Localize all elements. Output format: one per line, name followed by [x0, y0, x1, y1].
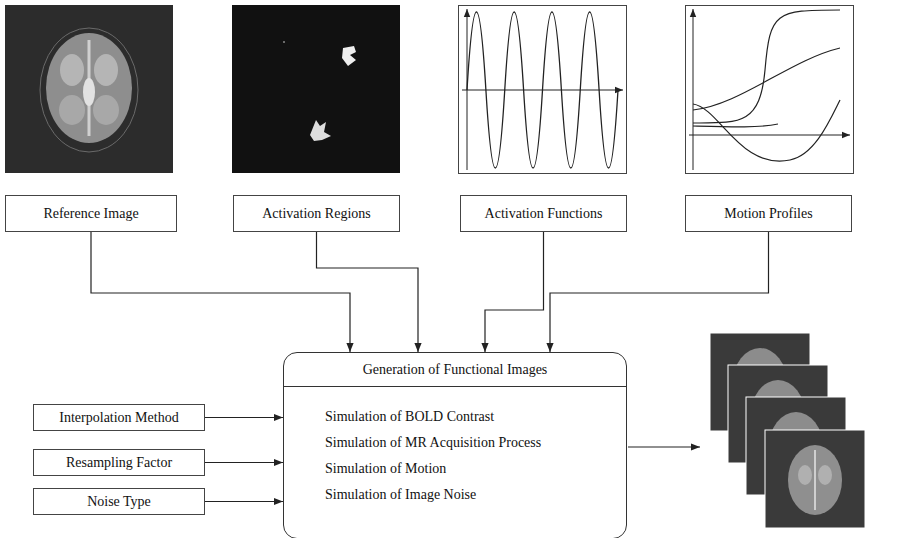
step-label: Simulation of BOLD Contrast [284, 404, 626, 430]
box-label: Noise Type [87, 494, 151, 510]
connector-arrow [485, 232, 544, 352]
connector-arrow [205, 417, 283, 418]
connector-arrow [91, 232, 350, 352]
box-label: Interpolation Method [59, 410, 178, 426]
box-label: Reference Image [43, 206, 138, 222]
input-box: Motion Profiles [685, 195, 852, 232]
image-ground [765, 430, 865, 528]
brain-tissue [59, 95, 85, 125]
parameter-box: Interpolation Method [33, 404, 205, 431]
input-box: Reference Image [5, 195, 177, 232]
motion-curve [693, 124, 778, 127]
connector-arrow [550, 232, 769, 352]
scalp-outline [40, 28, 138, 152]
parameter-box: Resampling Factor [33, 449, 205, 476]
y-axis [693, 9, 694, 170]
activation-blob [342, 46, 356, 66]
motion-curve [693, 48, 840, 110]
activation-blob [310, 120, 331, 141]
image-ground [232, 5, 400, 173]
section-heading: Generation of Functional Images [284, 353, 626, 387]
box-label: Resampling Factor [66, 455, 172, 471]
motion-curve [693, 10, 840, 123]
functional-image-stack [710, 333, 865, 528]
input-box: Activation Functions [460, 195, 627, 232]
plot-frame [686, 6, 854, 174]
step-label: Simulation of Image Noise [284, 482, 626, 508]
connector-arrow [205, 462, 283, 463]
process-box: Generation of Functional ImagesSimulatio… [283, 352, 627, 538]
sine-curve [467, 12, 618, 168]
motion-profile-plot [686, 6, 854, 174]
box-label: Activation Regions [262, 206, 371, 222]
connector-arrow [205, 501, 283, 502]
step-label: Simulation of Motion [284, 456, 626, 482]
connector-arrow [317, 232, 419, 352]
activation-function-plot [459, 6, 627, 174]
image-ground [5, 5, 173, 173]
plot-frame [459, 6, 627, 174]
brain-tissue [94, 54, 118, 86]
step-label: Simulation of MR Acquisition Process [284, 430, 626, 456]
brain-slice [788, 445, 842, 515]
ventricle [83, 78, 95, 106]
brain-tissue [60, 54, 84, 86]
brain-slice [46, 33, 132, 143]
functional-image [765, 430, 865, 528]
activation-regions-image [232, 5, 400, 173]
reference-brain-image [5, 5, 173, 173]
output-arrow [628, 446, 700, 447]
brain-tissue [93, 95, 119, 125]
box-label: Motion Profiles [724, 206, 812, 222]
box-label: Activation Functions [485, 206, 603, 222]
brain-tissue [818, 465, 832, 485]
motion-curve [693, 100, 840, 161]
x-axis [689, 135, 850, 136]
brain-tissue [798, 465, 812, 485]
parameter-box: Noise Type [33, 488, 205, 515]
midline [814, 450, 816, 510]
activation-dot [283, 41, 285, 43]
input-box: Activation Regions [233, 195, 400, 232]
